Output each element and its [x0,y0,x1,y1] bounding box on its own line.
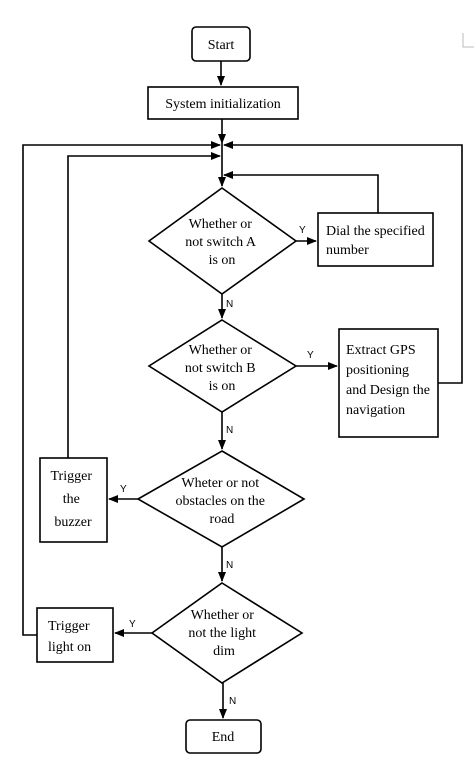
end-node: End [185,719,262,754]
init-node: System initialization [147,86,299,120]
gps-node: Extract GPS positioning and Design the n… [338,328,439,438]
end-label: End [212,730,235,745]
start-node: Start [191,26,251,62]
label-light-no: N [229,696,236,707]
gps-line-4: navigation [346,403,405,418]
light-node: Trigger light on [36,607,114,663]
decision-switch-a: Whether or not switch A is on [147,187,298,295]
label-light-yes: Y [129,619,136,630]
gps-line-2: positioning [346,363,409,378]
gps-line-3: and Design the [346,383,430,398]
decision-light-line-1: Whether or [191,608,255,623]
dial-line-1: Dial the specified [326,224,425,239]
gps-label: Extract GPS positioning and Design the n… [346,343,433,418]
buzzer-label: Trigger the buzzer [51,469,96,530]
buzzer-line-2: the [63,492,80,507]
dial-line-2: number [326,243,369,258]
buzzer-node: Trigger the buzzer [39,457,108,543]
decision-switch-a-label: Whether or not switch A is on [185,217,259,268]
decision-obstacles-line-2: obstacles on the [176,494,265,509]
corner-mark [462,33,474,48]
decision-light-line-3: dim [213,644,235,659]
decision-light: Whether or not the light dim [150,582,304,684]
light-label: Trigger light on [48,619,93,655]
loop-dial-to-merge [223,171,379,213]
decision-obstacles-label: Wheter or not obstacles on the road [176,476,269,527]
decision-obstacles: Wheter or not obstacles on the road [136,450,306,548]
decision-switch-a-line-2: not switch A [185,235,257,250]
decision-light-label: Whether or not the light dim [188,608,259,659]
label-b-no: N [226,425,233,436]
buzzer-line-3: buzzer [54,515,92,530]
label-obstacles-no: N [226,560,233,571]
label-a-no: N [226,299,233,310]
loop-light-to-merge [22,141,221,636]
start-label: Start [208,38,235,53]
dial-label: Dial the specified number [326,224,428,258]
decision-obstacles-line-1: Wheter or not [181,476,259,491]
decision-switch-b-line-3: is on [209,379,236,394]
decision-obstacles-line-3: road [210,512,235,527]
gps-line-1: Extract GPS [346,343,416,358]
label-b-yes: Y [307,350,314,361]
loop-gps-to-merge [223,141,463,384]
buzzer-line-1: Trigger [51,469,93,484]
label-obstacles-yes: Y [120,484,127,495]
decision-switch-b-line-1: Whether or [189,343,253,358]
dial-node: Dial the specified number [317,212,434,267]
loop-buzzer-to-merge [67,152,221,458]
decision-switch-b: Whether or not switch B is on [147,319,298,413]
decision-switch-a-line-1: Whether or [189,217,253,232]
light-line-1: Trigger [48,619,90,634]
init-label: System initialization [165,97,281,112]
decision-switch-b-label: Whether or not switch B is on [185,343,259,394]
decision-light-line-2: not the light [188,626,256,641]
light-line-2: light on [48,640,91,655]
decision-switch-b-line-2: not switch B [185,361,256,376]
decision-switch-a-line-3: is on [209,253,236,268]
label-a-yes: Y [299,225,306,236]
